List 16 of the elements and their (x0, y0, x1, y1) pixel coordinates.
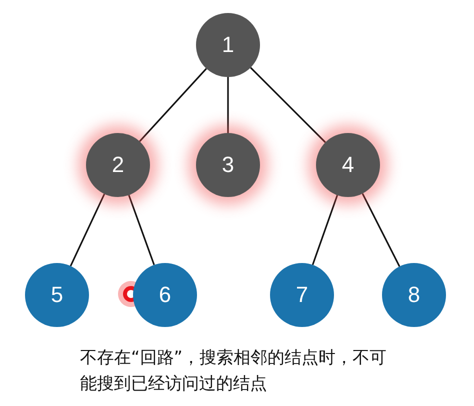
tree-node-circle: 8 (382, 263, 446, 327)
connector-line (250, 67, 326, 143)
tree-node-circle: 2 (86, 133, 150, 197)
tree-node-circle: 5 (25, 263, 89, 327)
tree-node-circle: 6 (133, 263, 197, 327)
tree-node-circle: 7 (270, 263, 334, 327)
connector-line (362, 193, 400, 267)
tree-node-circle: 1 (196, 13, 260, 77)
connector-line (312, 194, 338, 266)
caption: 不存在“回路”，搜索相邻的结点时，不可能搜到已经访问过的结点 (80, 347, 388, 396)
connector-line (128, 194, 155, 266)
connector-line (139, 68, 207, 142)
tree-node-circle: 3 (196, 133, 260, 197)
connector-line (70, 194, 106, 266)
connector-line (227, 77, 229, 133)
tree-node-circle: 4 (316, 133, 380, 197)
